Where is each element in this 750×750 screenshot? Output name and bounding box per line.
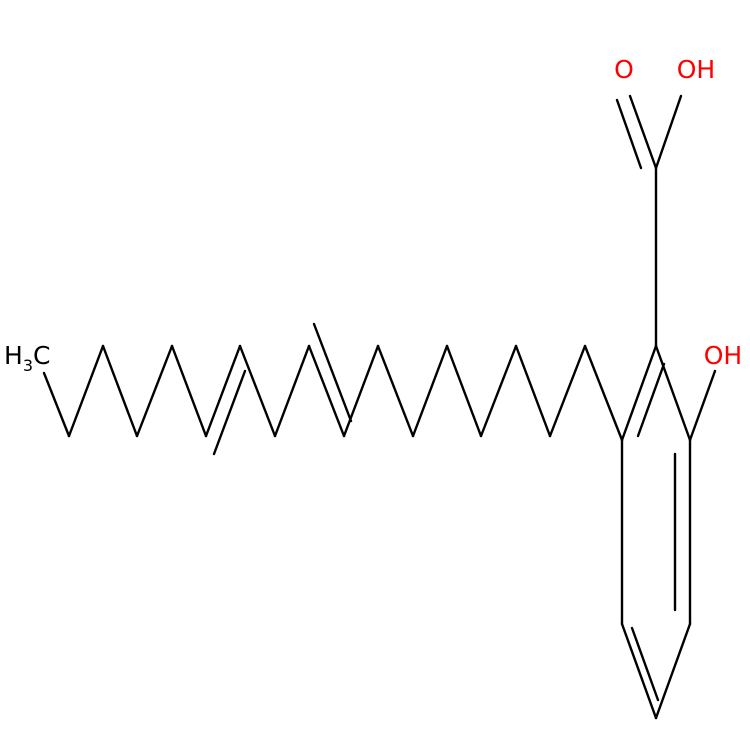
carbonyl-oxygen-label: O	[614, 55, 634, 84]
bond-c14-c15	[479, 344, 518, 438]
bond-c2-c3	[67, 344, 105, 438]
bond-c5-c6	[170, 344, 208, 438]
bond-c13-c14	[445, 344, 483, 438]
bond-c10-c11	[342, 344, 380, 438]
bond-c6-c7-double	[212, 369, 247, 456]
substituents	[615, 94, 717, 442]
bond-c4-c5	[135, 344, 174, 438]
bond-c11-c12	[376, 344, 415, 438]
ring-bond-1-2	[620, 344, 658, 442]
bond-carboxyl-o-double	[615, 98, 643, 170]
bond-c9-c10	[307, 344, 346, 438]
alkyl-chain	[42, 322, 624, 456]
methyl-subscript-label: 3	[23, 356, 33, 375]
bond-c3-c4	[101, 344, 139, 438]
bond-c6-c7	[204, 344, 242, 438]
benzene-ring	[620, 344, 692, 720]
bond-c1-c2	[42, 371, 71, 438]
atom-labels: O OH OH H3C	[4, 55, 742, 375]
bond-c17-ring	[583, 344, 624, 442]
ring-bond-5-6-inner	[630, 626, 660, 702]
bond-c15-c16	[514, 344, 552, 438]
bond-c7-c8	[238, 344, 277, 438]
methyl-h-label: H	[4, 341, 23, 370]
bond-c8-c9	[273, 344, 311, 438]
methyl-c-label: C	[33, 341, 50, 370]
ring-bond-2-3	[654, 344, 692, 442]
ring-bond-5-6	[620, 622, 658, 720]
bond-ring-phenol-oh	[688, 369, 717, 442]
ring-bond-1-2-inner	[636, 362, 666, 438]
phenol-oh-label: OH	[704, 341, 742, 370]
bond-carboxyl-o	[628, 94, 658, 170]
bond-c16-c17	[548, 344, 587, 438]
carboxylic-oh-label: OH	[677, 55, 715, 84]
bond-carboxyl-oh	[654, 94, 683, 170]
methyl-group-label: H3C	[4, 341, 50, 375]
bond-c9-c10-double	[312, 322, 353, 423]
bond-c12-c13	[411, 344, 449, 438]
ring-bond-4-5	[654, 622, 692, 720]
